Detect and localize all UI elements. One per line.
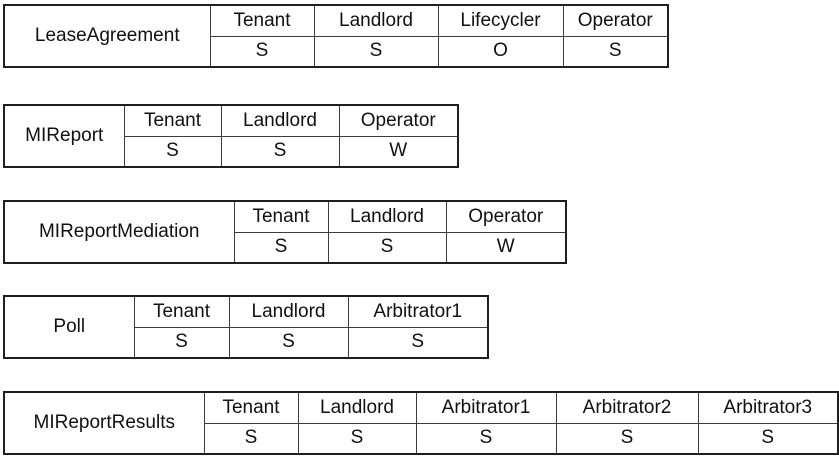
header-row: MIReportMediation Tenant Landlord Operat…	[3, 200, 567, 264]
table-name-cell: MIReport	[3, 104, 125, 168]
acl-table-poll: Poll Tenant Landlord Arbitrator1 S S S	[3, 295, 489, 359]
role-header-cell: Lifecycler	[437, 4, 564, 37]
values-row: S S W	[4, 231, 567, 264]
access-value-cell: S	[327, 231, 447, 264]
role-header-cell: Landlord	[228, 295, 349, 328]
role-header-cell: Tenant	[133, 295, 230, 328]
role-header-cell: Landlord	[313, 4, 439, 37]
values-row: S S W	[4, 135, 459, 168]
header-row: Poll Tenant Landlord Arbitrator1	[3, 295, 489, 359]
access-value-cell: S	[555, 422, 699, 455]
acl-table-mireportmediation: MIReportMediation Tenant Landlord Operat…	[3, 200, 567, 264]
header-row: LeaseAgreement Tenant Landlord Lifecycle…	[3, 4, 669, 68]
table-name-cell: LeaseAgreement	[3, 4, 211, 68]
role-header-cell: Arbitrator1	[415, 391, 557, 424]
header-row: MIReport Tenant Landlord Operator	[3, 104, 459, 168]
access-value-cell: S	[228, 326, 349, 359]
table-name-cell: Poll	[3, 295, 135, 359]
access-value-cell: S	[313, 35, 439, 68]
role-header-cell: Landlord	[220, 104, 340, 137]
role-header-cell: Arbitrator2	[555, 391, 699, 424]
table-name-cell: MIReportResults	[3, 391, 205, 455]
role-header-cell: Operator	[338, 104, 459, 137]
role-header-cell: Arbitrator3	[697, 391, 839, 424]
access-value-cell: W	[338, 135, 459, 168]
access-value-cell: S	[233, 231, 329, 264]
access-value-cell: S	[415, 422, 557, 455]
access-value-cell: S	[209, 35, 315, 68]
access-value-cell: O	[437, 35, 564, 68]
access-value-cell: S	[133, 326, 230, 359]
access-value-cell: S	[220, 135, 340, 168]
acl-table-leaseagreement: LeaseAgreement Tenant Landlord Lifecycle…	[3, 4, 669, 68]
access-value-cell: S	[203, 422, 299, 455]
acl-table-mireportresults: MIReportResults Tenant Landlord Arbitrat…	[3, 391, 839, 455]
access-value-cell: S	[562, 35, 669, 68]
role-header-cell: Tenant	[123, 104, 222, 137]
role-header-cell: Landlord	[327, 200, 447, 233]
access-value-cell: S	[697, 422, 839, 455]
values-row: S S O S	[4, 35, 669, 68]
table-name-cell: MIReportMediation	[3, 200, 235, 264]
acl-table-mireport: MIReport Tenant Landlord Operator S S W	[3, 104, 459, 168]
header-row: MIReportResults Tenant Landlord Arbitrat…	[3, 391, 839, 455]
access-value-cell: W	[445, 231, 567, 264]
role-header-cell: Operator	[562, 4, 669, 37]
access-value-cell: S	[123, 135, 222, 168]
values-row: S S S S S	[4, 422, 839, 455]
access-value-cell: S	[347, 326, 489, 359]
role-header-cell: Tenant	[203, 391, 299, 424]
role-header-cell: Tenant	[209, 4, 315, 37]
role-header-cell: Arbitrator1	[347, 295, 489, 328]
access-value-cell: S	[297, 422, 417, 455]
role-header-cell: Landlord	[297, 391, 417, 424]
role-header-cell: Tenant	[233, 200, 329, 233]
role-header-cell: Operator	[445, 200, 567, 233]
values-row: S S S	[4, 326, 489, 359]
